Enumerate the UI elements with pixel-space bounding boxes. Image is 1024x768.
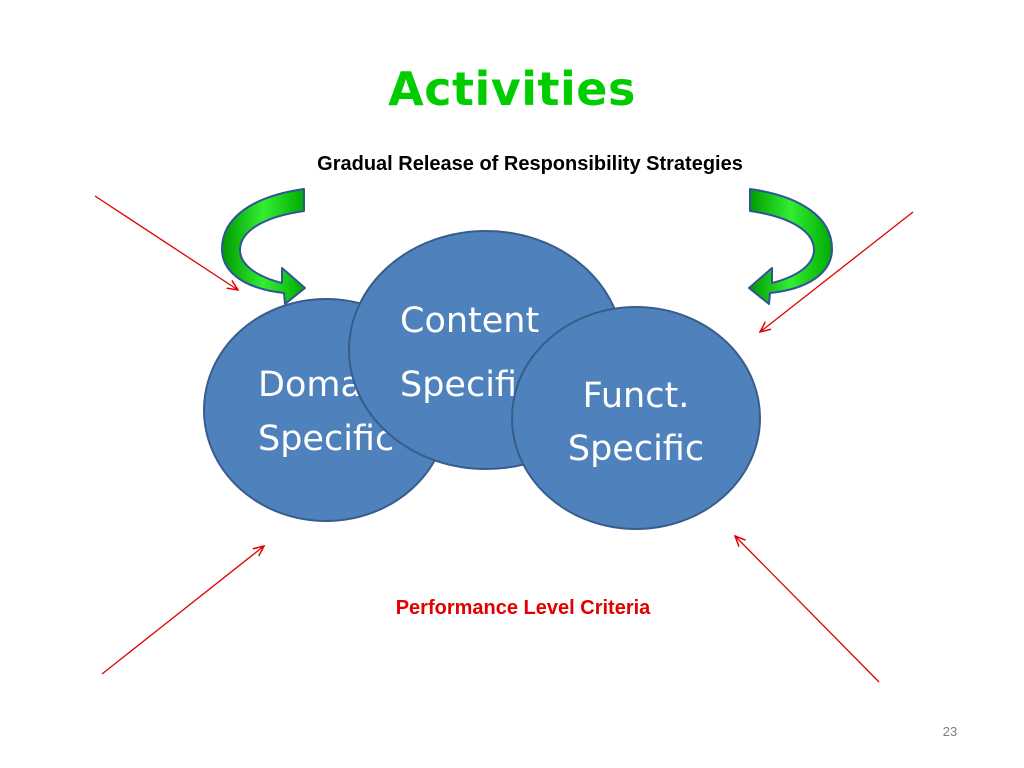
- curved-arrow-icon: [221, 188, 306, 305]
- content-circle-line2: Specifi: [400, 365, 517, 405]
- domain-circle-line1: Doma: [258, 365, 362, 405]
- red-arrow-icon: [94, 195, 238, 290]
- function-circle-line2: Specific: [568, 429, 704, 469]
- function-specific-circle: Funct. Specific: [511, 306, 761, 530]
- red-arrow-icon: [760, 211, 914, 332]
- curved-arrow-icon: [748, 188, 833, 305]
- red-arrow-icon: [101, 546, 264, 675]
- slide-title: Activities: [388, 62, 636, 116]
- page-number: 23: [942, 724, 958, 739]
- red-arrow-icon: [735, 536, 880, 683]
- performance-level-criteria-label: Performance Level Criteria: [395, 597, 651, 619]
- slide-subtitle: Gradual Release of Responsibility Strate…: [317, 153, 743, 175]
- function-circle-line1: Funct.: [583, 376, 690, 416]
- content-circle-line1: Content: [400, 301, 539, 341]
- domain-circle-line2: Specific: [258, 419, 394, 459]
